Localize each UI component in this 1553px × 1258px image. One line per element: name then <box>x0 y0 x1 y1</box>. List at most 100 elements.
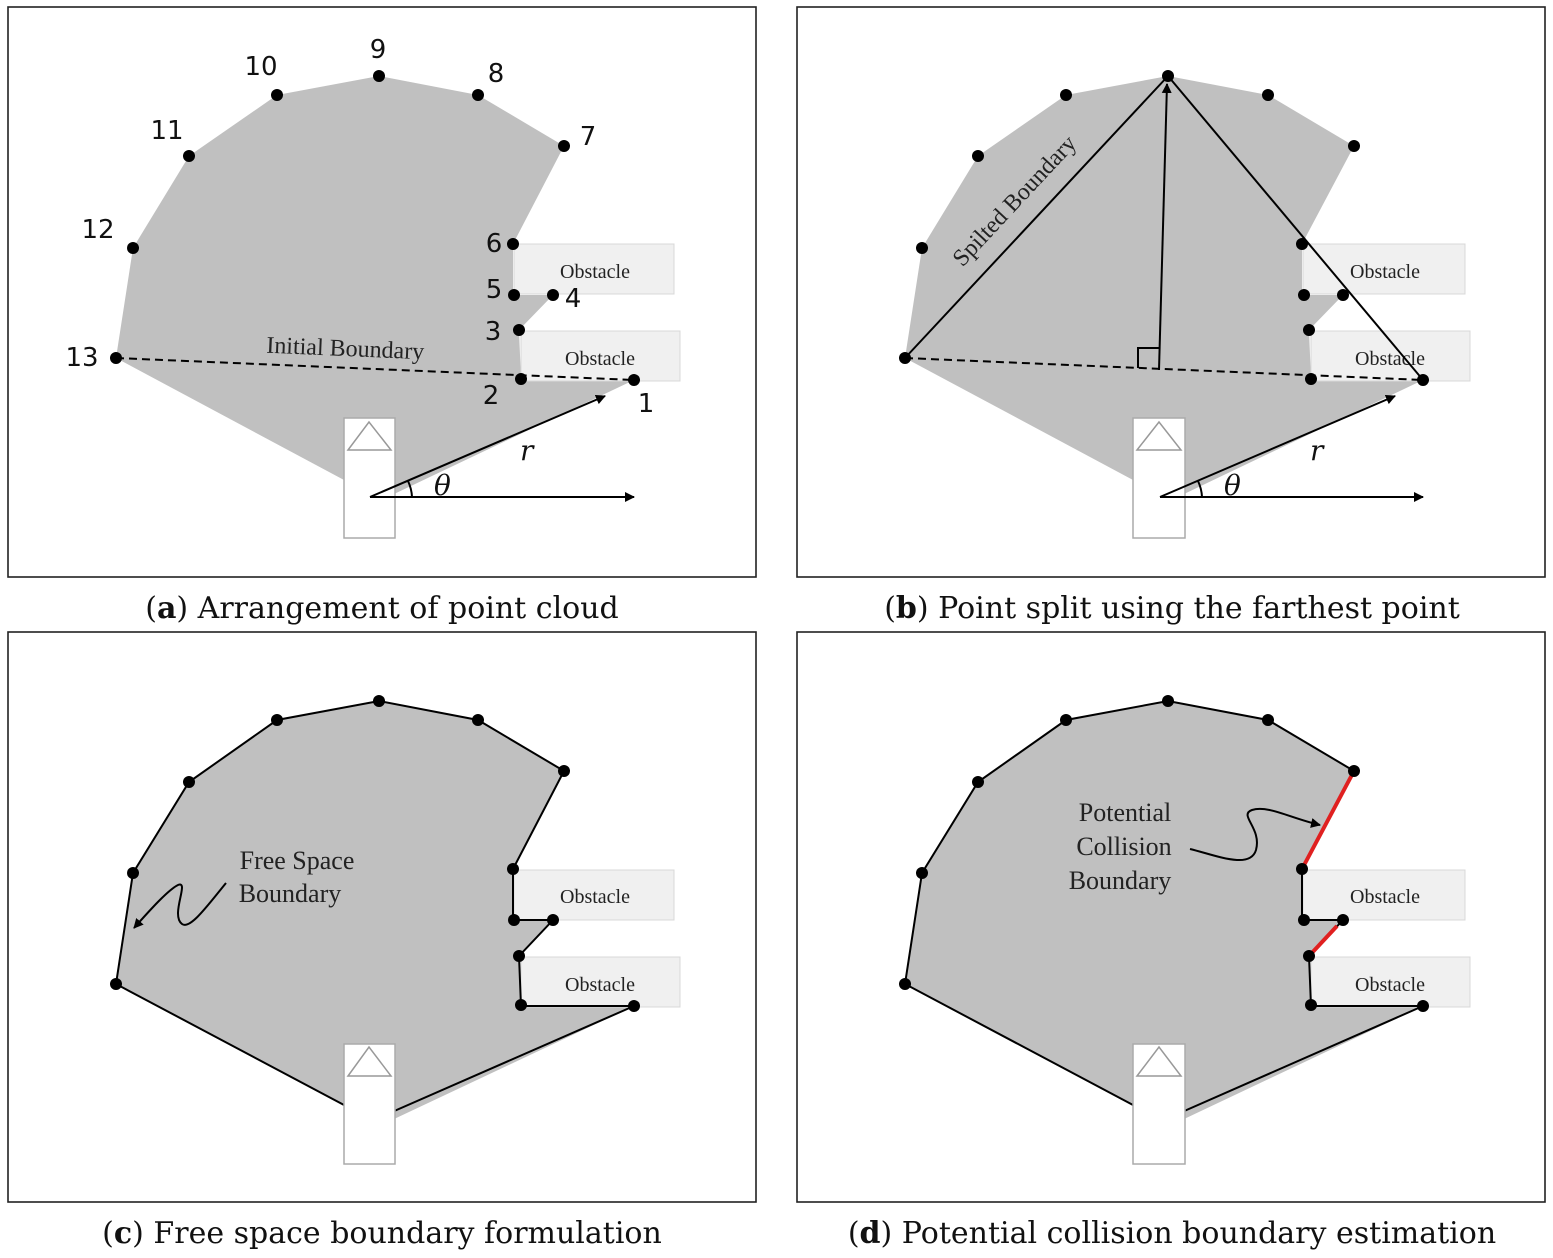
point <box>1060 714 1072 726</box>
point-number-label: 2 <box>483 381 500 411</box>
collision-pointer-arrow <box>1189 807 1321 862</box>
point-11 <box>183 150 195 162</box>
point <box>1417 1000 1429 1012</box>
vehicle-heading-triangle <box>346 420 393 451</box>
theta-symbol: θ <box>1224 469 1241 502</box>
point <box>628 1000 640 1012</box>
obstacle-upper <box>1302 869 1466 921</box>
point <box>1348 765 1360 777</box>
r-symbol: r <box>1310 434 1325 467</box>
vehicle-heading-triangle <box>1135 420 1183 451</box>
point <box>1262 89 1274 101</box>
panel-d: Obstacle Obstacle Potential Collision Bo… <box>796 631 1546 1251</box>
point-1 <box>628 374 640 386</box>
point <box>972 776 984 788</box>
point-5 <box>508 289 520 301</box>
point <box>1305 999 1317 1011</box>
point <box>1417 374 1429 386</box>
point-12 <box>127 242 139 254</box>
farthest-distance-arrow <box>1158 83 1172 371</box>
caption-letter: a <box>157 591 176 626</box>
point-number-label: 13 <box>65 343 98 373</box>
point <box>513 950 525 962</box>
point-8 <box>472 89 484 101</box>
point-farthest <box>1162 70 1174 82</box>
point-number-label: 8 <box>488 59 505 89</box>
point-cloud <box>110 695 640 1012</box>
panel-d-caption: (d) Potential collision boundary estimat… <box>848 1216 1496 1251</box>
initial-boundary-line <box>904 357 1424 381</box>
caption-text: Potential collision boundary estimation <box>892 1216 1496 1251</box>
range-vector-arrow <box>1159 394 1396 498</box>
obstacle-label: Obstacle <box>560 261 630 283</box>
point <box>271 714 283 726</box>
caption-letter: b <box>896 591 917 626</box>
caption-letter: c <box>114 1216 132 1251</box>
obstacle-lower <box>1310 956 1471 1008</box>
free-space-region <box>116 76 634 495</box>
point-7 <box>558 140 570 152</box>
point <box>899 352 911 364</box>
panel-b: Obstacle Obstacle Spilted Boundary θ r <box>796 6 1546 626</box>
collision-label: Potential <box>1079 798 1171 827</box>
point-number-label: 3 <box>485 317 502 347</box>
point-9 <box>373 70 385 82</box>
point <box>916 867 928 879</box>
caption-text: Free space boundary formulation <box>144 1216 662 1251</box>
point <box>1296 238 1308 250</box>
obstacle-upper <box>513 869 675 921</box>
point <box>110 978 122 990</box>
point-6 <box>507 238 519 250</box>
obstacle-lower <box>520 330 681 382</box>
theta-arc <box>407 480 413 498</box>
point-number-label: 4 <box>565 284 582 314</box>
split-boundary-right <box>1167 75 1424 381</box>
obstacle-lower <box>1310 330 1471 382</box>
point-4 <box>547 289 559 301</box>
obstacle-label: Obstacle <box>1355 974 1425 996</box>
point-2 <box>515 373 527 385</box>
point <box>1262 714 1274 726</box>
free-space-pointer-arrow <box>133 882 227 929</box>
panel-c: Obstacle Obstacle Free Space Boundary (c… <box>7 631 757 1251</box>
collision-boundary-segment <box>1307 924 1339 958</box>
point <box>1298 914 1310 926</box>
point-number-label: 6 <box>486 229 503 259</box>
point-number-label: 11 <box>150 116 183 146</box>
free-space-region <box>905 701 1423 1120</box>
point-10 <box>271 89 283 101</box>
point <box>1298 289 1310 301</box>
point-number-label: 10 <box>244 52 277 82</box>
ego-vehicle <box>343 417 396 539</box>
collision-boundary-segment <box>1300 770 1356 870</box>
theta-symbol: θ <box>434 469 451 502</box>
initial-boundary-line <box>115 357 635 381</box>
caption-text: Arrangement of point cloud <box>188 591 619 626</box>
point-number-labels: 1 2 3 4 5 6 7 8 9 10 11 12 13 <box>65 35 654 419</box>
point <box>127 867 139 879</box>
point <box>558 765 570 777</box>
point <box>972 150 984 162</box>
obstacle-label: Obstacle <box>565 974 635 996</box>
range-vector-arrow <box>369 394 606 498</box>
panel-a-caption: (a) Arrangement of point cloud <box>145 591 619 626</box>
panel-b-caption: (b) Point split using the farthest point <box>884 591 1460 626</box>
point-number-label: 1 <box>638 389 655 419</box>
vehicle-heading-triangle <box>1135 1045 1183 1077</box>
obstacle-label: Obstacle <box>1355 348 1425 370</box>
point-cloud <box>110 70 640 386</box>
vehicle-heading-triangle <box>346 1045 393 1077</box>
point-cloud <box>899 70 1429 386</box>
point-cloud <box>899 695 1429 1012</box>
panel-c-caption: (c) Free space boundary formulation <box>102 1216 662 1251</box>
point <box>183 776 195 788</box>
caption-text: Point split using the farthest point <box>929 591 1460 626</box>
point <box>1296 863 1308 875</box>
point <box>373 695 385 707</box>
point-number-label: 7 <box>580 122 597 152</box>
point-number-label: 5 <box>486 275 503 305</box>
point <box>508 914 520 926</box>
point-number-label: 9 <box>370 35 387 65</box>
obstacle-upper <box>513 243 675 295</box>
